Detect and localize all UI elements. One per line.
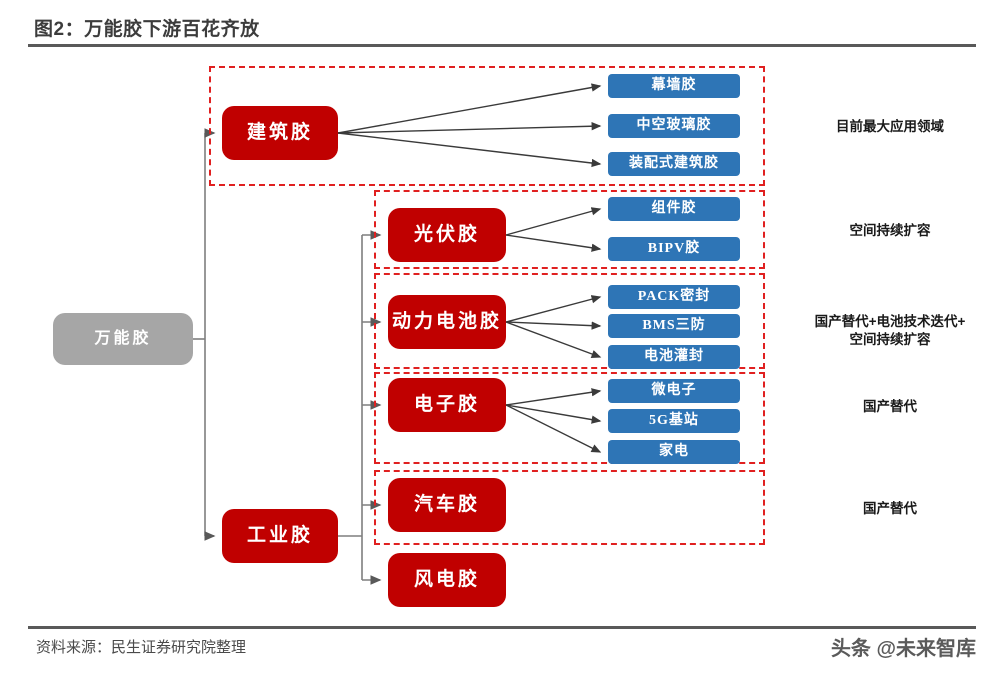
node-leaf-home-appliance[interactable]: 家电 xyxy=(608,440,740,464)
node-leaf-bms-protection[interactable]: BMS三防 xyxy=(608,314,740,338)
group-box-electronic xyxy=(374,372,765,464)
annotation-battery: 国产替代+电池技术迭代+ 空间持续扩容 xyxy=(814,314,966,348)
node-leaf-insulating-glass[interactable]: 中空玻璃胶 xyxy=(608,114,740,138)
node-leaf-curtain-wall[interactable]: 幕墙胶 xyxy=(608,74,740,98)
node-leaf-bipv[interactable]: BIPV胶 xyxy=(608,237,740,261)
node-power-battery-adhesive[interactable]: 动力电池胶 xyxy=(388,295,506,349)
group-box-pv xyxy=(374,190,765,269)
node-root-universal-adhesive[interactable]: 万能胶 xyxy=(53,313,193,365)
node-leaf-cell-potting[interactable]: 电池灌封 xyxy=(608,345,740,369)
node-leaf-module[interactable]: 组件胶 xyxy=(608,197,740,221)
footer-divider xyxy=(28,626,976,629)
node-leaf-microelectronics[interactable]: 微电子 xyxy=(608,379,740,403)
group-box-construction xyxy=(209,66,765,186)
node-construction-adhesive[interactable]: 建筑胶 xyxy=(222,106,338,160)
node-leaf-5g-base-station[interactable]: 5G基站 xyxy=(608,409,740,433)
node-leaf-pack-sealing[interactable]: PACK密封 xyxy=(608,285,740,309)
node-automotive-adhesive[interactable]: 汽车胶 xyxy=(388,478,506,532)
annotation-construction: 目前最大应用领域 xyxy=(836,119,944,134)
annotation-pv: 空间持续扩容 xyxy=(849,223,931,238)
source-note: 资料来源：民生证券研究院整理 xyxy=(36,639,247,656)
title-divider xyxy=(28,44,976,47)
annotation-electronic: 国产替代 xyxy=(863,399,917,414)
node-leaf-prefab-building[interactable]: 装配式建筑胶 xyxy=(608,152,740,176)
node-pv-adhesive[interactable]: 光伏胶 xyxy=(388,208,506,262)
node-electronic-adhesive[interactable]: 电子胶 xyxy=(388,378,506,432)
group-box-auto xyxy=(374,470,765,545)
annotation-automotive: 国产替代 xyxy=(863,501,917,516)
node-wind-power-adhesive[interactable]: 风电胶 xyxy=(388,553,506,607)
page-title: 图2：万能胶下游百花齐放 xyxy=(34,19,260,40)
watermark: 头条 @未来智库 xyxy=(830,638,976,660)
group-box-battery xyxy=(374,273,765,369)
node-industrial-adhesive[interactable]: 工业胶 xyxy=(222,509,338,563)
